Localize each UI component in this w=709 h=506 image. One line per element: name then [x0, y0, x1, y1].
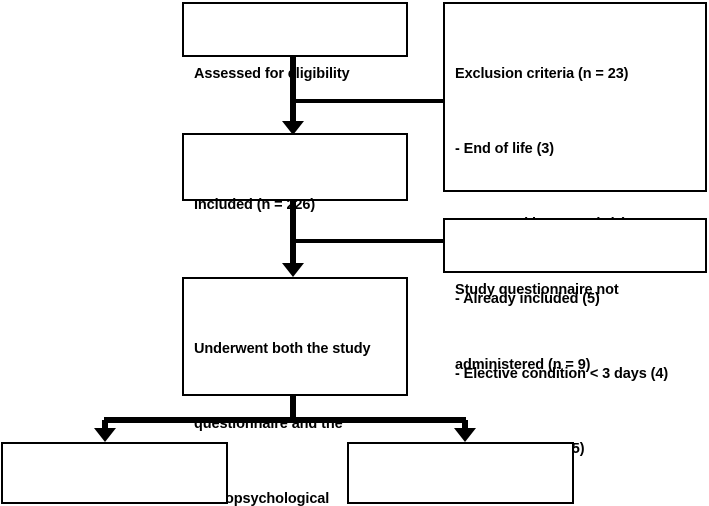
exclusion-reason: - Elective condition < 3 days (4) [455, 366, 669, 382]
arrowhead-delirium [94, 428, 116, 442]
node-delirium: Delirium (n = 32) [1, 442, 228, 504]
node-label-line2: administered (n = 9) [455, 357, 591, 373]
node-label: Included (n = 226) [194, 197, 316, 213]
node-underwent-study-and-evaluation: Underwent both the study questionnaire a… [182, 277, 408, 506]
node-label: No Delirium (n = 185) [359, 502, 572, 506]
node-label: Delirium (n = 32) [13, 502, 226, 506]
node-no-delirium: No Delirium (n = 185) [347, 442, 574, 504]
node-label-line1: Study questionnaire not [455, 282, 619, 298]
node-label-line1: Underwent both the study [194, 341, 371, 357]
node-assessed-for-eligibility: Assessed for eligibility (n = 253) [182, 2, 408, 157]
node-label: Assessed for eligibility [194, 66, 350, 82]
node-exclusion-criteria: Exclusion criteria (n = 23) - End of lif… [443, 2, 707, 457]
exclusion-heading: Exclusion criteria (n = 23) [455, 66, 629, 82]
exclusion-reason: - End of life (3) [455, 141, 554, 157]
node-included: Included (n = 226) [182, 133, 408, 213]
node-label-line2: questionnaire and the [194, 416, 343, 432]
node-questionnaire-not-administered: Study questionnaire not administered (n … [443, 218, 707, 373]
exclusion-reason: - Already included (5) [455, 291, 600, 307]
